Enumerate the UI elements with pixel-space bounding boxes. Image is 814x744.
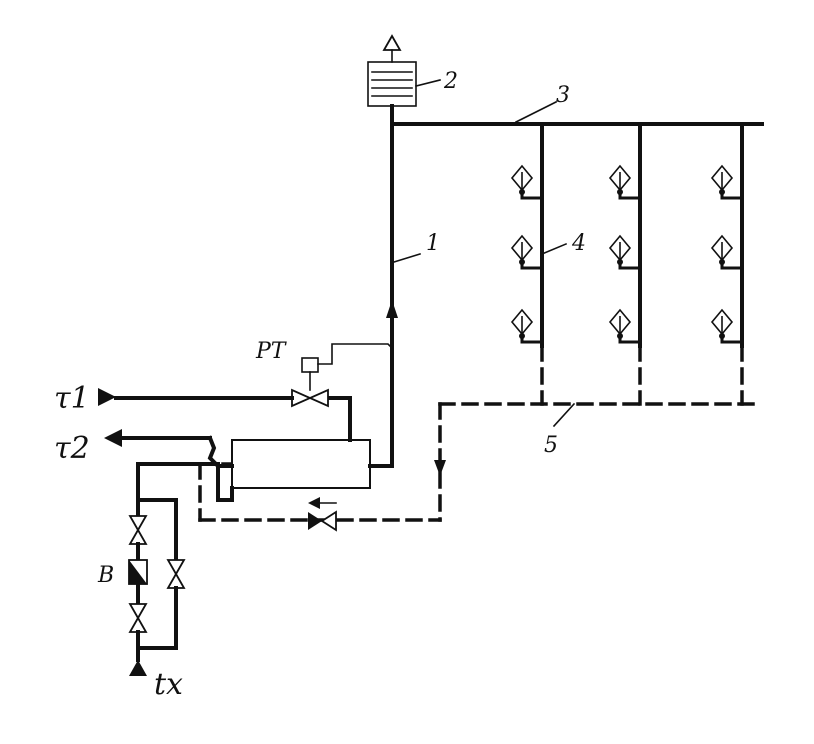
check-valve-icon [308,510,337,532]
leader-5 [552,402,576,428]
leader-1 [393,253,421,263]
cold-water-connection [136,462,234,510]
fixture-tap-icon [510,234,542,270]
flow-arrow-icon [386,300,398,318]
fixture-tap-icon [710,234,742,270]
valve-lower-icon [128,603,148,633]
expansion-tank [367,49,417,107]
fixture-tap-icon [608,164,640,200]
supply-inlet-icon [98,388,116,406]
label-tank: 2 [443,69,458,94]
label-main: 3 [556,83,570,108]
fixture-tap-icon [510,164,542,200]
leader-4 [540,242,568,256]
heat-exchanger [231,439,371,489]
fixture-taps [510,164,742,344]
return-direction-arrow-icon [308,497,320,509]
control-valve-icon [291,388,329,408]
bypass-line [136,586,178,650]
label-meter: B [97,563,114,588]
fixture-tap-icon [710,308,742,344]
temperature-regulator [301,343,394,391]
leader-2 [415,79,441,87]
fixture-tap-icon [608,308,640,344]
label-riser: 1 [426,231,440,256]
label-back: τ2 [54,431,90,466]
label-regulator: PT [255,339,288,364]
cold-water-inlet-icon [129,660,147,676]
return-flow-arrow-icon [434,460,446,476]
water-meter-icon [128,559,148,585]
vent-arrow-icon [382,34,402,51]
fixture-tap-icon [710,164,742,200]
label-risers: 4 [571,231,586,256]
label-return: 5 [544,433,558,458]
return-lines [198,344,764,522]
label-cold-water: tx [154,667,183,702]
label-supply: τ1 [54,381,90,416]
fixture-tap-icon [510,308,542,344]
fixture-tap-icon [608,234,640,270]
bypass-valve-icon [166,559,186,589]
return-outlet-icon [104,429,122,447]
valve-upper-icon [128,515,148,545]
leader-3 [514,100,558,124]
